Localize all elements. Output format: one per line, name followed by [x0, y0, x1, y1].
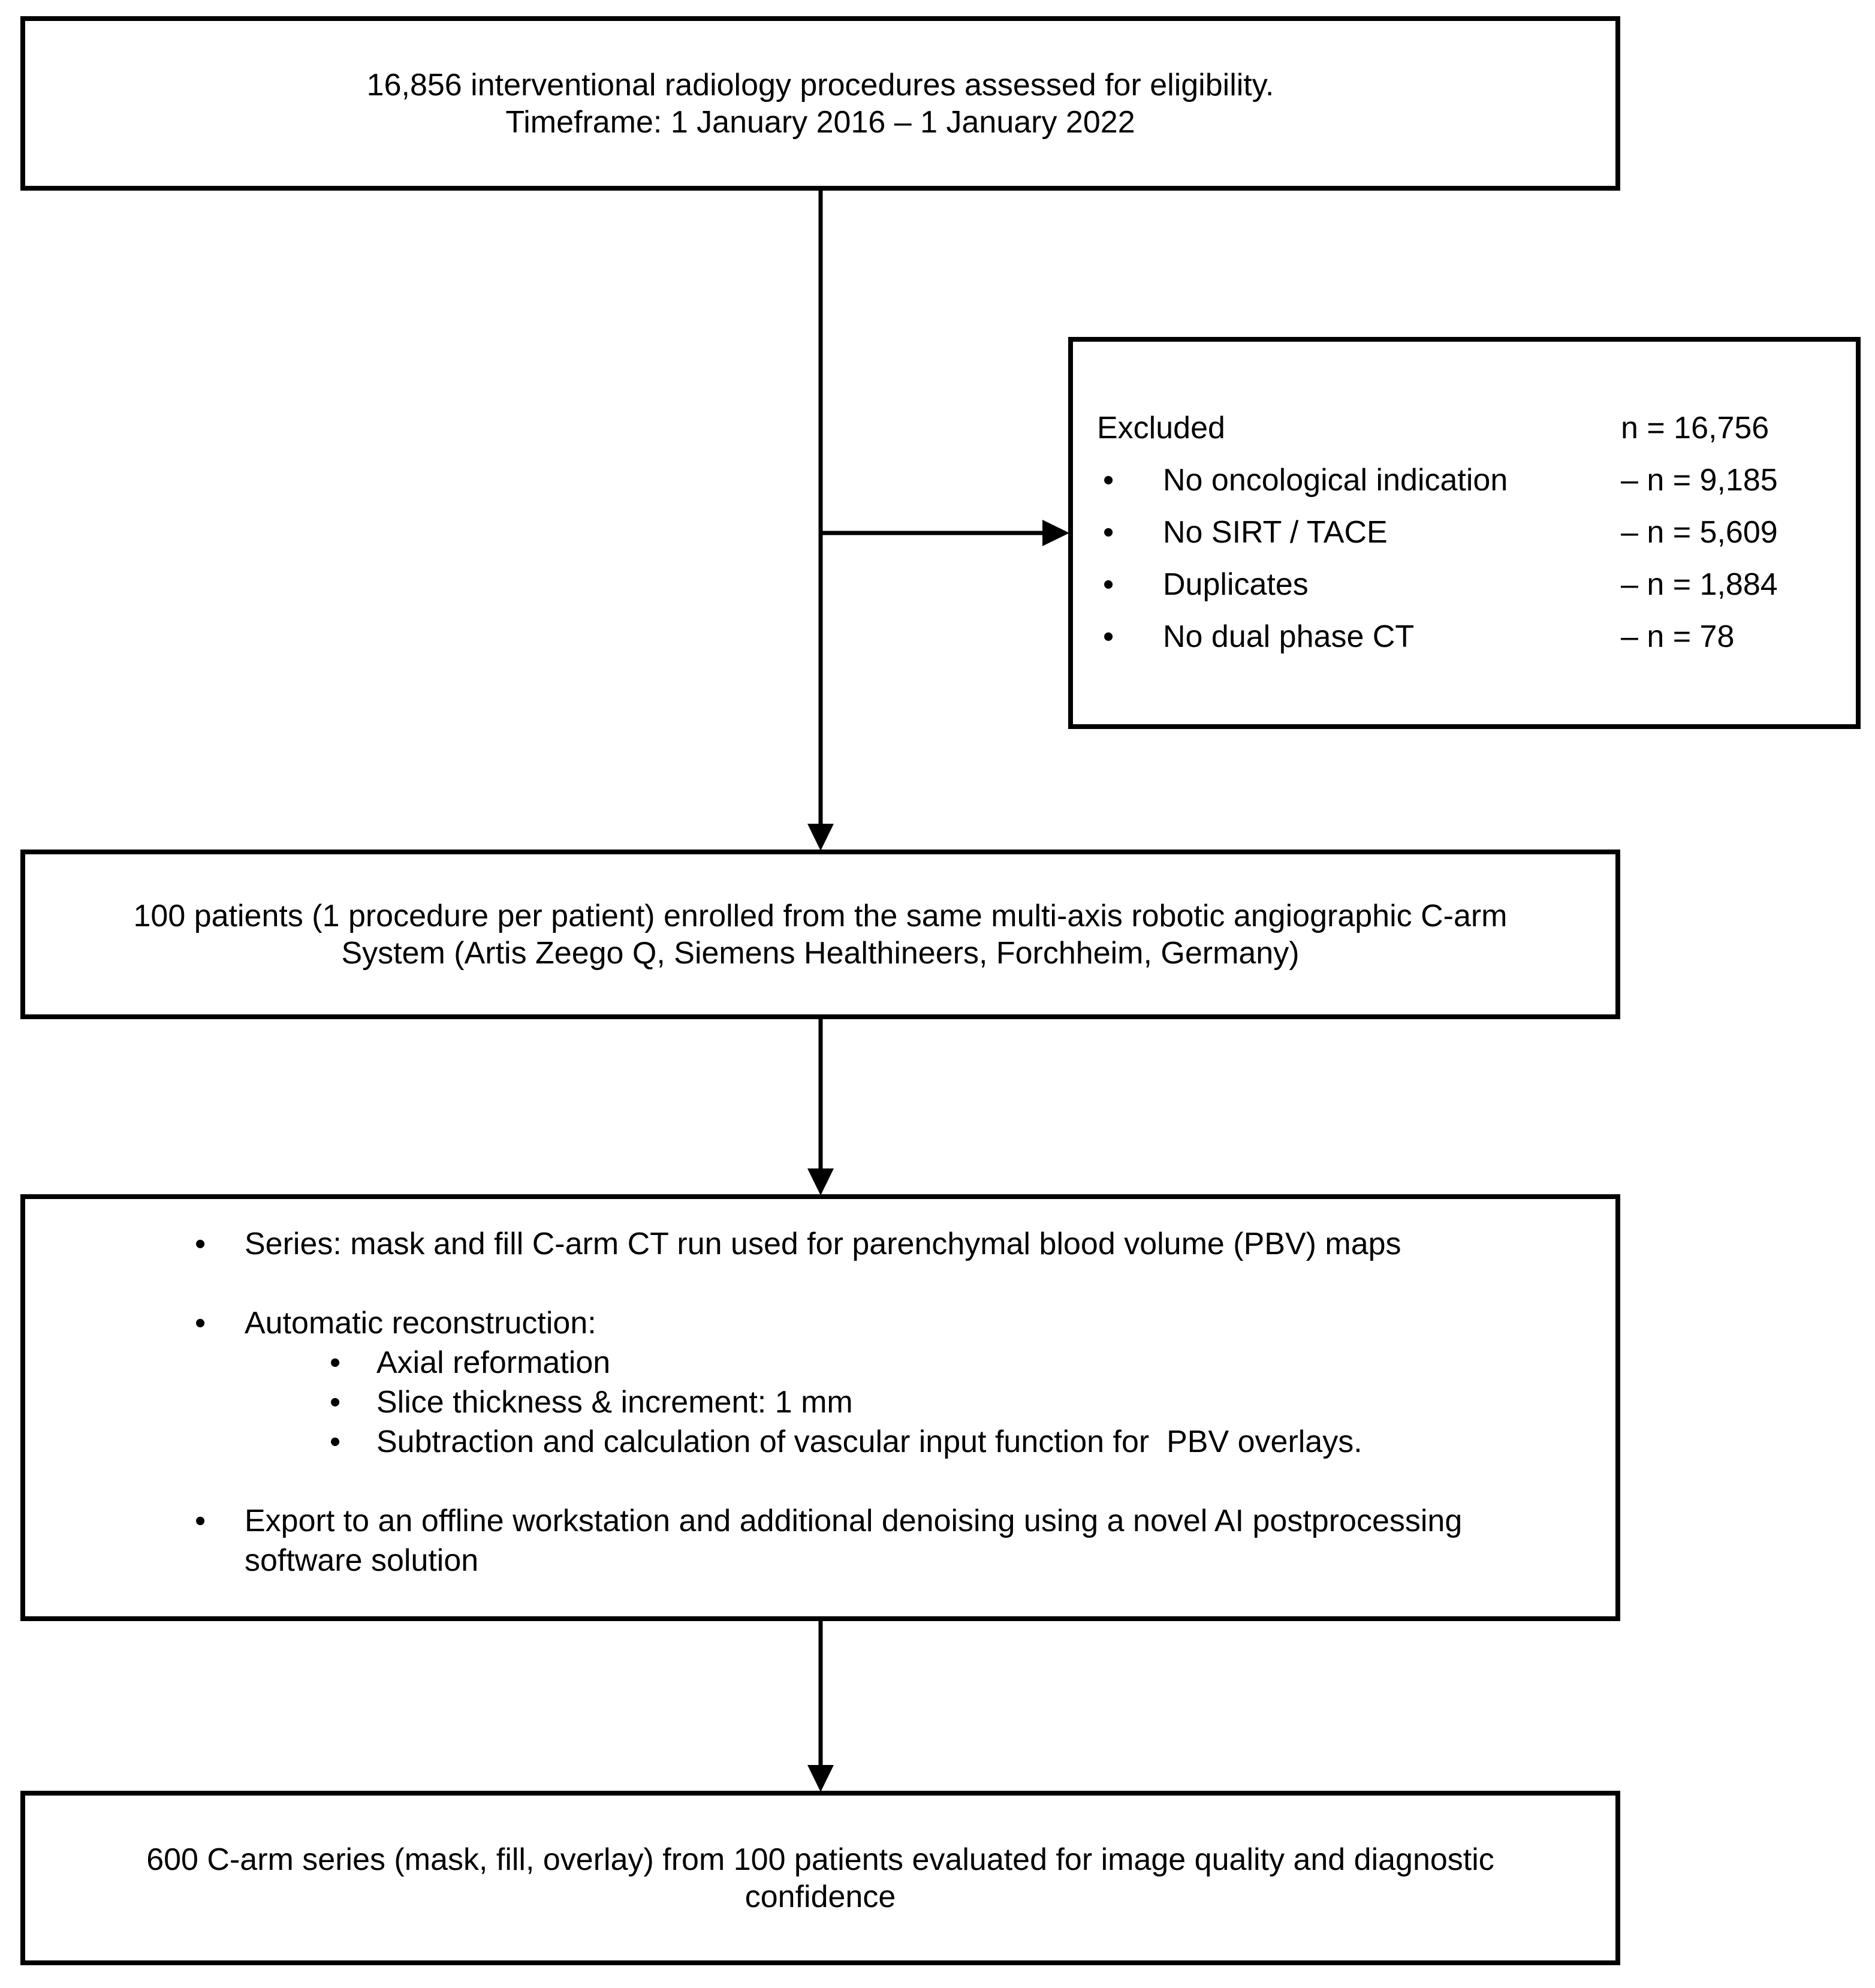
reconstruction-sub-text: Axial reformation	[376, 1345, 611, 1380]
box-excluded: Excluded n = 16,756 • No oncological ind…	[1068, 337, 1861, 729]
box-outcome: 600 C-arm series (mask, fill, overlay) f…	[20, 1791, 1620, 1965]
reconstruction-sub-text: Subtraction and calculation of vascular …	[376, 1424, 1362, 1459]
reconstruction-sub-text: Slice thickness & increment: 1 mm	[376, 1385, 853, 1420]
reconstruction-sub-item: • Slice thickness & increment: 1 mm	[25, 1382, 1615, 1422]
processing-export-text: Export to an offline workstation and add…	[245, 1504, 1471, 1578]
excluded-item-label: No oncological indication	[1163, 462, 1508, 498]
excluded-item-count: – n = 78	[1621, 619, 1735, 654]
bullet-icon: •	[195, 1227, 206, 1261]
bullet-icon: •	[1103, 462, 1114, 498]
bullet-icon: •	[330, 1385, 341, 1420]
bullet-icon: •	[330, 1345, 341, 1380]
processing-series-item: • Series: mask and fill C-arm CT run use…	[25, 1224, 1615, 1264]
excluded-total-count: n = 16,756	[1621, 410, 1770, 445]
arrow-enrolled-to-processing	[807, 1019, 834, 1195]
excluded-header-row: Excluded n = 16,756	[1073, 402, 1856, 454]
excluded-item-label: Duplicates	[1163, 567, 1309, 602]
bullet-icon: •	[195, 1504, 206, 1538]
box-enrolled: 100 patients (1 procedure per patient) e…	[20, 850, 1620, 1019]
processing-reconstruction-text: Automatic reconstruction:	[245, 1306, 596, 1341]
reconstruction-sub-item: • Axial reformation	[25, 1343, 1615, 1382]
excluded-item-row: • No dual phase CT – n = 78	[1073, 610, 1856, 662]
box-processing: • Series: mask and fill C-arm CT run use…	[20, 1194, 1620, 1621]
bullet-icon: •	[195, 1306, 206, 1341]
processing-export-item: • Export to an offline workstation and a…	[25, 1501, 1615, 1580]
enrolled-line-1: 100 patients (1 procedure per patient) e…	[133, 898, 1508, 933]
bullet-icon: •	[1103, 567, 1114, 602]
bullet-icon: •	[1103, 619, 1114, 654]
enrolled-line-2: System (Artis Zeego Q, Siemens Healthine…	[341, 935, 1300, 971]
outcome-line-1: 600 C-arm series (mask, fill, overlay) f…	[146, 1842, 1494, 1877]
reconstruction-sub-item: • Subtraction and calculation of vascula…	[25, 1422, 1615, 1462]
excluded-item-row: • No oncological indication – n = 9,185	[1073, 454, 1856, 506]
eligibility-line-1: 16,856 interventional radiology procedur…	[366, 67, 1274, 103]
arrow-processing-to-outcome	[807, 1621, 834, 1792]
arrow-eligibility-to-enrolled	[807, 191, 834, 851]
excluded-item-count: – n = 9,185	[1621, 462, 1778, 498]
excluded-item-label: No dual phase CT	[1163, 619, 1415, 654]
arrow-branch-to-excluded	[821, 520, 1069, 546]
bullet-icon: •	[330, 1424, 341, 1459]
box-eligibility: 16,856 interventional radiology procedur…	[20, 16, 1620, 191]
outcome-line-2: confidence	[744, 1879, 896, 1914]
excluded-item-row: • No SIRT / TACE – n = 5,609	[1073, 506, 1856, 558]
processing-series-text: Series: mask and fill C-arm CT run used …	[245, 1227, 1401, 1261]
bullet-icon: •	[1103, 514, 1114, 550]
excluded-item-label: No SIRT / TACE	[1163, 514, 1388, 550]
excluded-item-count: – n = 1,884	[1621, 567, 1778, 602]
processing-reconstruction-item: • Automatic reconstruction:	[25, 1303, 1615, 1343]
excluded-item-row: • Duplicates – n = 1,884	[1073, 558, 1856, 610]
excluded-item-count: – n = 5,609	[1621, 514, 1778, 550]
eligibility-timeframe: Timeframe: 1 January 2016 – 1 January 20…	[505, 104, 1135, 140]
excluded-title: Excluded	[1097, 410, 1225, 445]
